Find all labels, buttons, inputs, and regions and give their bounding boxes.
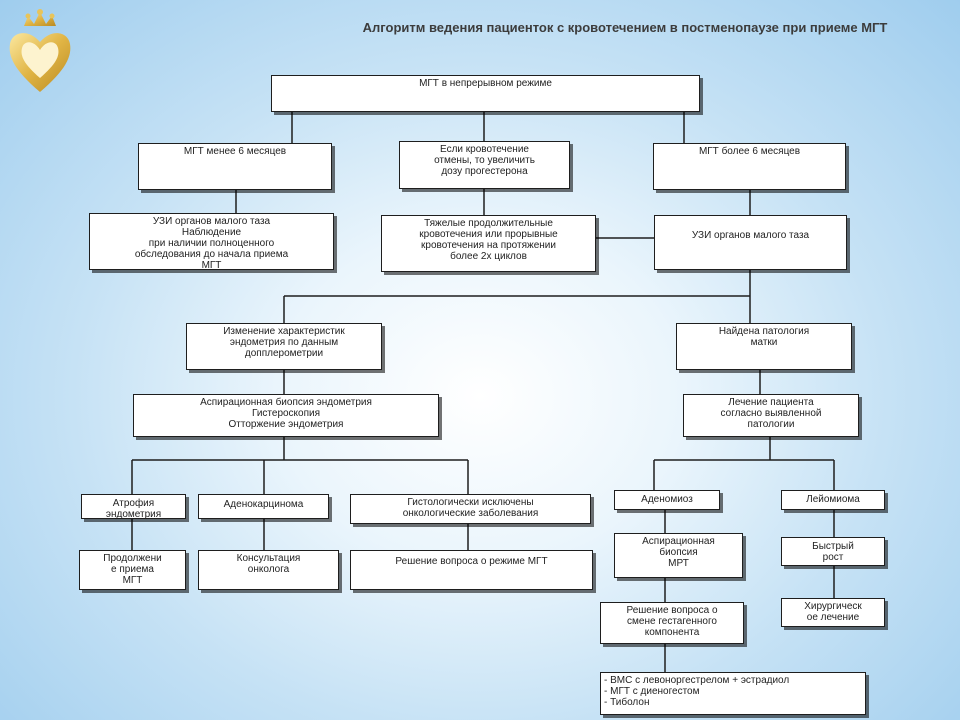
node-increase-progesterone: Если кровотечение отмены, то увеличить д… [399, 141, 570, 189]
node-surgery: Хирургическ ое лечение [781, 598, 885, 627]
node-prolonged-bleeding: Тяжелые продолжительные кровотечения или… [381, 215, 596, 272]
node-gestagen-change: Решение вопроса о смене гестагенного ком… [600, 602, 744, 644]
node-continue-mgt: Продолжени е приема МГТ [79, 550, 186, 590]
node-oncologist-consultation: Консультация онколога [198, 550, 339, 590]
node-mgt-more-6-months: МГТ более 6 месяцев [653, 143, 846, 190]
crown-heart-logo [4, 4, 76, 96]
node-treatment: Лечение пациента согласно выявленной пат… [683, 394, 859, 437]
node-rapid-growth: Быстрый рост [781, 537, 885, 566]
node-treatment-options: - ВМС с левоноргестрелом + эстрадиол - М… [600, 672, 866, 715]
node-endometrium-doppler: Изменение характеристик эндометрия по да… [186, 323, 382, 370]
node-mgt-less-6-months: МГТ менее 6 месяцев [138, 143, 332, 190]
node-leiomyoma: Лейомиома [781, 490, 885, 510]
node-aspiration-biopsy: Аспирационная биопсия эндометрия Гистеро… [133, 394, 439, 437]
node-usg-pelvis: УЗИ органов малого таза [654, 215, 847, 270]
node-oncology-excluded: Гистологически исключены онкологические … [350, 494, 591, 524]
page-title: Алгоритм ведения пациенток с кровотечени… [362, 20, 888, 35]
node-adenomyosis: Аденомиоз [614, 490, 720, 510]
node-usg-observation: УЗИ органов малого таза Наблюдение при н… [89, 213, 334, 270]
node-adenocarcinoma: Аденокарцинома [198, 494, 329, 519]
node-aspiration-mri: Аспирационная биопсия МРТ [614, 533, 743, 578]
node-pathology-found: Найдена патология матки [676, 323, 852, 370]
node-mgt-continuous: МГТ в непрерывном режиме [271, 75, 700, 112]
node-mgt-mode-decision: Решение вопроса о режиме МГТ [350, 550, 593, 590]
node-atrophy: Атрофия эндометрия [81, 494, 186, 519]
